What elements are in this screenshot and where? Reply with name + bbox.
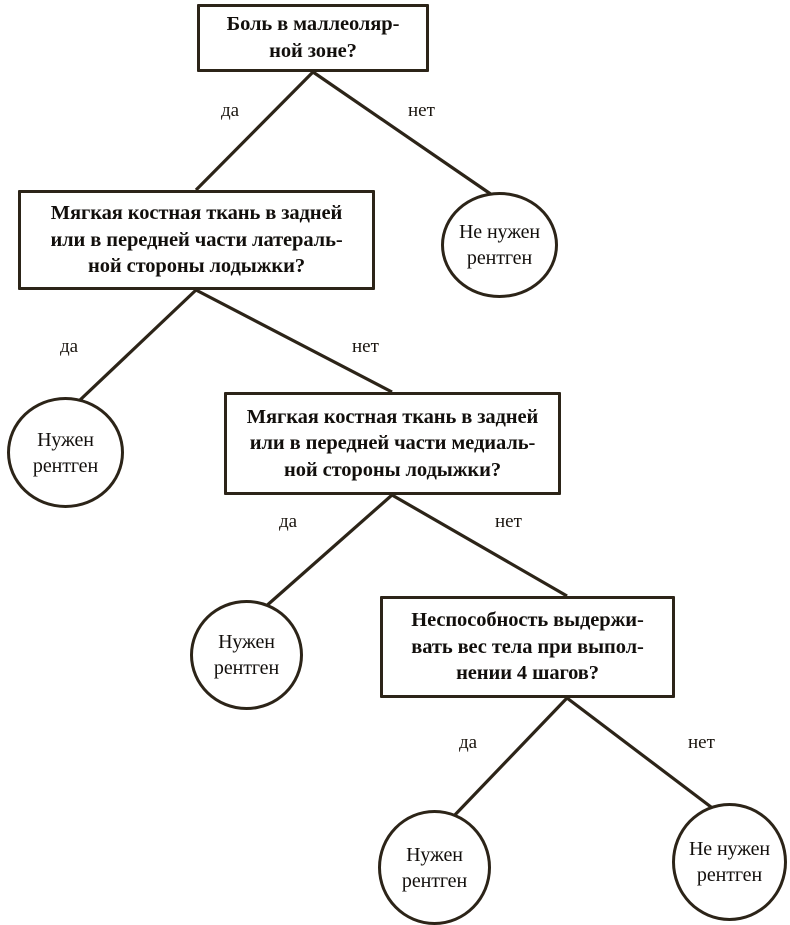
node-label: Не нужен рентген bbox=[688, 838, 771, 886]
node-label: Неспособность выдержи- вать вес тела при… bbox=[411, 609, 644, 685]
outcome-node-r2[interactable]: Нужен рентген bbox=[7, 397, 124, 508]
edge-label-e5: да bbox=[279, 511, 298, 532]
node-label: Не нужен рентген bbox=[458, 221, 541, 269]
outcome-node-r3[interactable]: Нужен рентген bbox=[190, 600, 303, 710]
edge-label-e2: нет bbox=[408, 100, 435, 121]
decision-node-q1[interactable]: Боль в маллеоляр- ной зоне? bbox=[197, 4, 429, 72]
edge-label-e8: нет bbox=[688, 732, 715, 753]
node-label: Боль в маллеоляр- ной зоне? bbox=[226, 13, 400, 62]
node-label: Нужен рентген bbox=[32, 428, 99, 477]
outcome-node-r4[interactable]: Нужен рентген bbox=[378, 810, 491, 925]
decision-node-q2[interactable]: Мягкая костная ткань в задней или в пере… bbox=[18, 190, 375, 290]
connector-q1-to-q2 bbox=[194, 70, 315, 192]
node-label: Мягкая костная ткань в задней или в пере… bbox=[246, 405, 539, 481]
node-label: Мягкая костная ткань в задней или в пере… bbox=[50, 202, 343, 278]
edge-label-e6: нет bbox=[495, 511, 522, 532]
edge-label-e1: да bbox=[221, 100, 240, 121]
connector-q1-to-r1 bbox=[312, 70, 496, 199]
outcome-node-r5[interactable]: Не нужен рентген bbox=[672, 803, 787, 921]
edge-label-e7: да bbox=[459, 732, 478, 753]
outcome-node-r1[interactable]: Не нужен рентген bbox=[441, 192, 558, 298]
edge-label-e4: нет bbox=[352, 336, 379, 357]
connector-q4-to-r5 bbox=[566, 696, 716, 812]
decision-node-q4[interactable]: Неспособность выдержи- вать вес тела при… bbox=[380, 596, 675, 698]
node-label: Нужен рентген bbox=[213, 631, 280, 679]
node-label: Нужен рентген bbox=[401, 843, 468, 892]
connector-q2-to-r2 bbox=[78, 288, 198, 402]
connector-q3-to-q4 bbox=[391, 493, 568, 598]
connector-q4-to-r4 bbox=[449, 696, 569, 821]
edge-label-e3: да bbox=[60, 336, 79, 357]
decision-node-q3[interactable]: Мягкая костная ткань в задней или в пере… bbox=[224, 392, 561, 495]
